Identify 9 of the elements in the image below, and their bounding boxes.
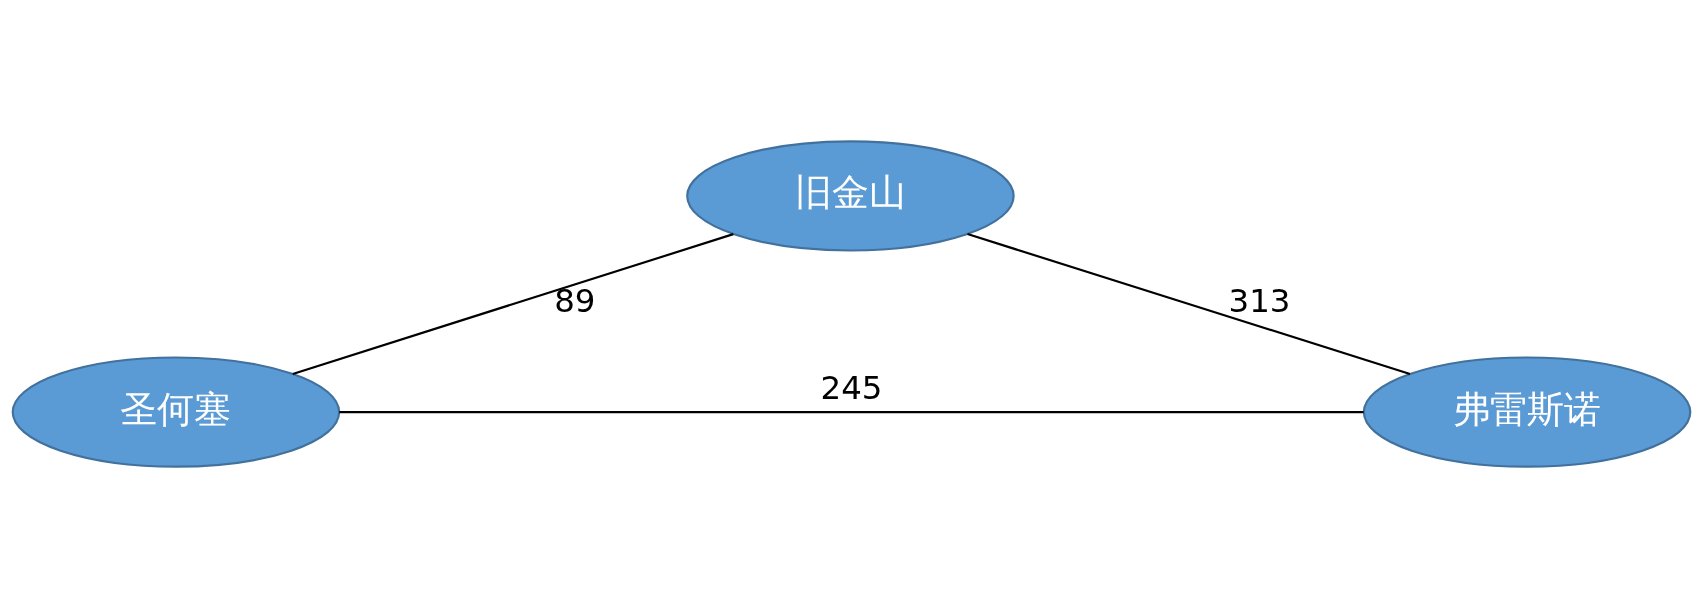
- connector: [967, 233, 1411, 375]
- node-ellipse: 弗雷斯诺: [1362, 356, 1692, 468]
- edge-label: 89: [554, 282, 596, 321]
- edge-label: 313: [1228, 282, 1291, 321]
- node-ellipse: 圣何塞: [11, 356, 341, 468]
- edge-label: 245: [820, 369, 883, 408]
- node-ellipse: 旧金山: [686, 140, 1015, 252]
- connector: [339, 411, 1364, 414]
- connector: [292, 233, 734, 375]
